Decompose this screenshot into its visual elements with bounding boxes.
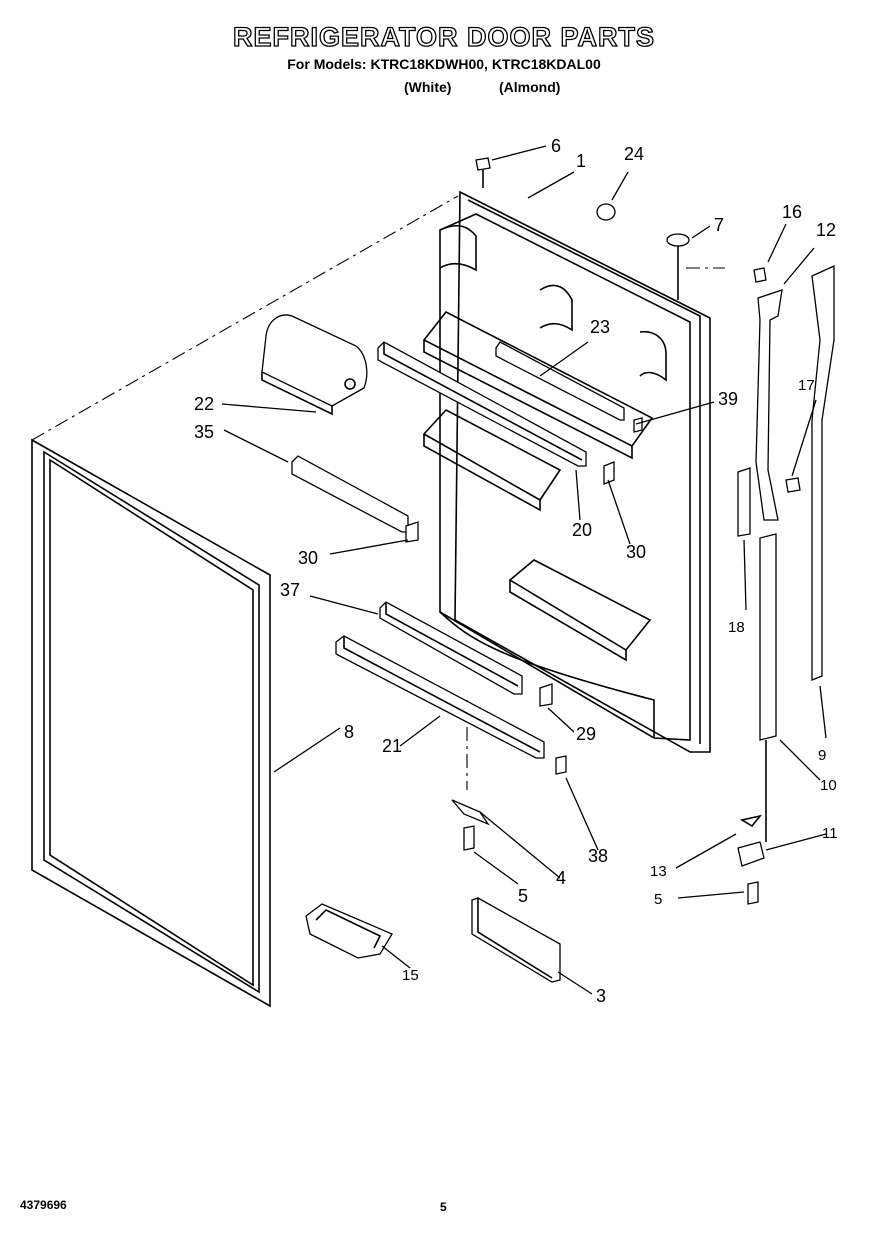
page-number: 5 xyxy=(440,1200,447,1214)
callout-30-right: 30 xyxy=(626,542,646,562)
callout-15: 15 xyxy=(402,967,419,984)
callout-17: 17 xyxy=(798,377,815,394)
callout-18: 18 xyxy=(728,619,745,636)
callout-5-right: 5 xyxy=(654,891,662,908)
callout-4: 4 xyxy=(556,868,566,888)
small-hardware xyxy=(405,157,801,905)
callout-38: 38 xyxy=(588,846,608,866)
handle-and-tray xyxy=(305,897,561,983)
door-gasket xyxy=(31,438,271,1008)
callout-13: 13 xyxy=(650,863,667,880)
callout-6: 6 xyxy=(551,136,561,156)
callout-24: 24 xyxy=(624,144,644,164)
callout-7: 7 xyxy=(714,215,724,235)
callout-11: 11 xyxy=(822,825,838,842)
callout-8: 8 xyxy=(344,722,354,742)
butter-compartment xyxy=(261,314,368,416)
callout-35: 35 xyxy=(194,422,214,442)
variant-white: (White) xyxy=(404,79,452,95)
models-line: For Models: KTRC18KDWH00, KTRC18KDAL00 xyxy=(287,56,601,72)
callout-37: 37 xyxy=(280,580,300,600)
callout-39: 39 xyxy=(718,389,738,409)
door-panel xyxy=(422,190,711,753)
variant-almond: (Almond) xyxy=(499,79,561,95)
leader-lines xyxy=(221,145,827,995)
callout-1: 1 xyxy=(576,151,586,171)
door-bars xyxy=(291,341,625,759)
callout-22: 22 xyxy=(194,394,214,414)
callout-3: 3 xyxy=(596,986,606,1006)
page-title: REFRIGERATOR DOOR PARTS xyxy=(232,21,655,52)
callout-20: 20 xyxy=(572,520,592,540)
callout-30-left: 30 xyxy=(298,548,318,568)
callout-21: 21 xyxy=(382,736,402,756)
callout-12: 12 xyxy=(816,220,836,240)
document-number: 4379696 xyxy=(20,1198,67,1212)
callout-9: 9 xyxy=(818,747,826,764)
callout-23: 23 xyxy=(590,317,610,337)
callout-29: 29 xyxy=(576,724,596,744)
callout-labels: 6 1 24 7 16 12 17 23 39 22 35 20 30 30 3… xyxy=(194,136,838,1006)
hinge-parts xyxy=(737,264,835,867)
callout-10: 10 xyxy=(820,777,837,794)
callout-16: 16 xyxy=(782,202,802,222)
callout-5-left: 5 xyxy=(518,886,528,906)
